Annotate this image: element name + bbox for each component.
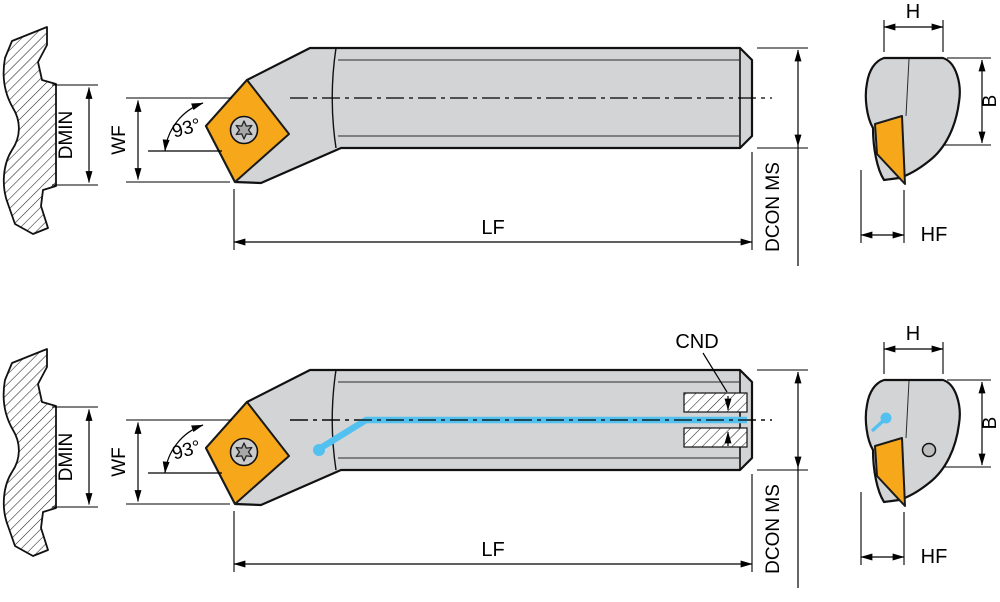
coolant-overlay: CND [290,331,937,458]
coolant-inlet-hatch-bottom [683,427,748,448]
cnd-label: CND [675,331,718,353]
end-view-coolant-dot [880,412,892,424]
end-view-coolant-streak [870,419,885,433]
cnd-dimension: CND [675,331,732,446]
coolant-inlet-hatch-top [683,392,748,413]
end-view-outlet-hole [921,442,937,458]
cnd-leader-line [702,352,728,393]
coolant-outlet-dot [313,444,325,456]
